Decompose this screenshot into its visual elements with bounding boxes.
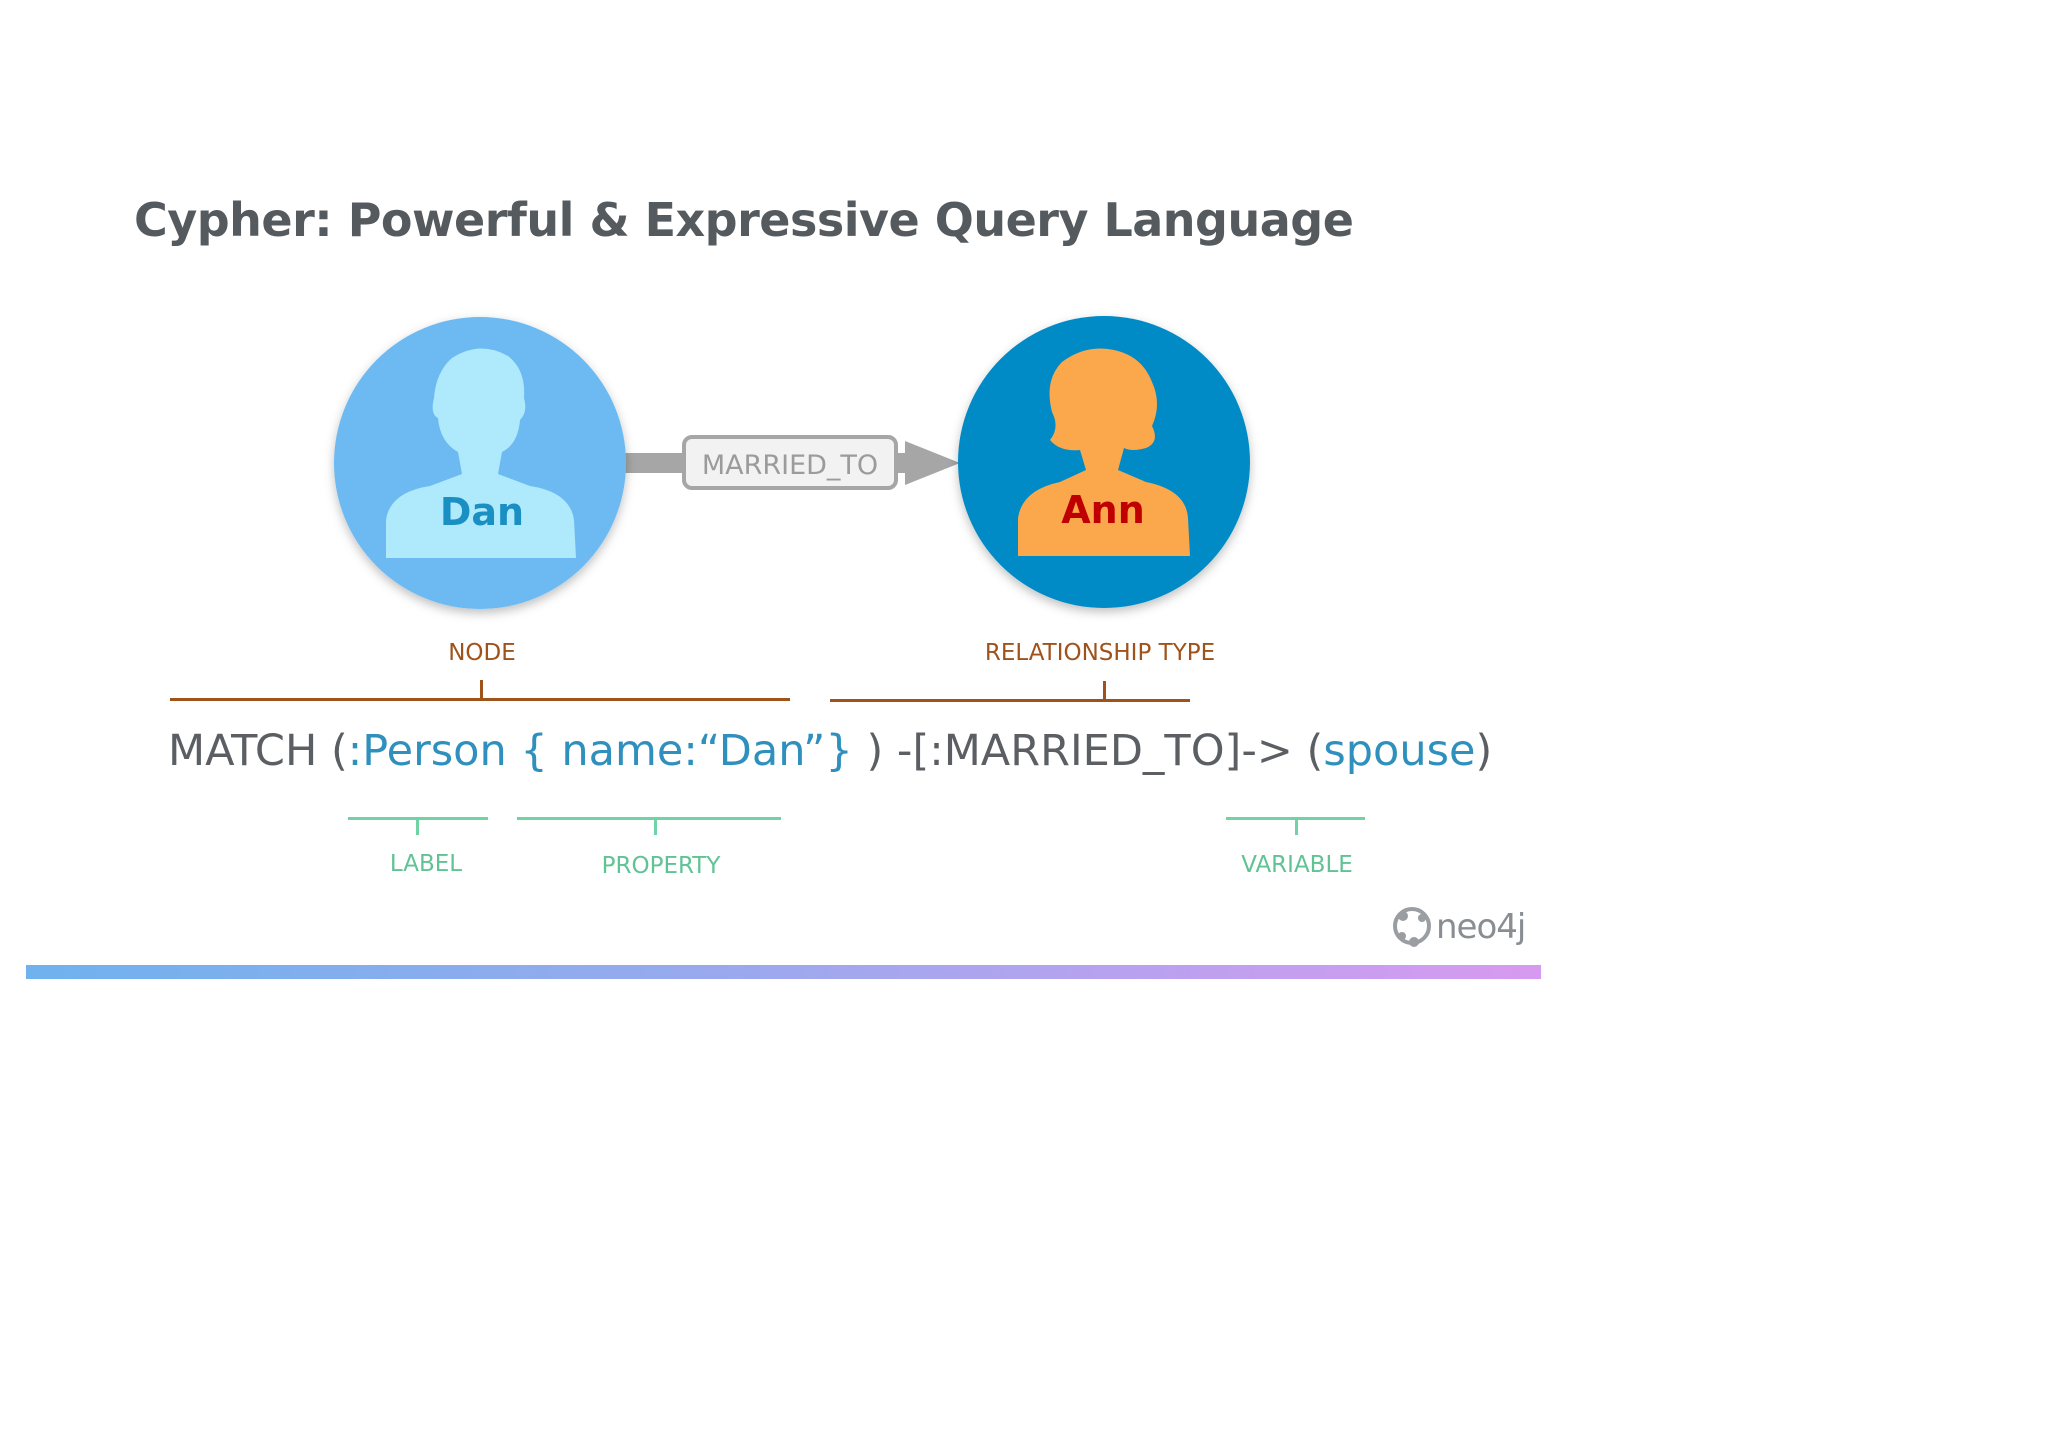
node-ann: Ann: [958, 316, 1250, 608]
annotation-relationship-type: RELATIONSHIP TYPE: [984, 640, 1216, 666]
female-silhouette-icon: [1018, 348, 1190, 556]
query-space: [507, 726, 521, 776]
query-match: MATCH (: [168, 726, 348, 776]
relationship-label-box: [682, 435, 898, 490]
footer-gradient-bar: [26, 965, 1541, 979]
query-relationship: ) -[:MARRIED_TO]-> (: [852, 726, 1324, 776]
annotation-node: NODE: [448, 640, 516, 666]
query-property: { name:“Dan”}: [520, 726, 853, 776]
logo-text: neo4j: [1436, 907, 1526, 947]
query-label: :Person: [347, 726, 507, 776]
neo4j-logo: neo4j: [1392, 904, 1526, 950]
query-close: ): [1475, 726, 1493, 776]
graph-diagram: MARRIED_TO Dan Ann: [334, 316, 1250, 609]
cypher-query: MATCH (:Person { name:“Dan”} ) -[:MARRIE…: [168, 726, 1492, 776]
query-variable: spouse: [1323, 726, 1476, 776]
arrowhead: [905, 441, 960, 485]
node-name-ann: Ann: [1061, 488, 1145, 532]
node-dan: Dan: [334, 317, 626, 609]
annotation-property: PROPERTY: [601, 853, 721, 879]
male-silhouette-icon: [386, 348, 576, 558]
slide-title: Cypher: Powerful & Expressive Query Lang…: [134, 193, 1354, 247]
relationship-label: MARRIED_TO: [702, 450, 878, 481]
relationship-arrow: MARRIED_TO: [624, 435, 960, 490]
node-name-dan: Dan: [440, 490, 524, 534]
neo4j-graph-icon: [1393, 907, 1431, 947]
annotation-variable: VARIABLE: [1241, 852, 1353, 878]
annotation-label: LABEL: [389, 851, 463, 877]
